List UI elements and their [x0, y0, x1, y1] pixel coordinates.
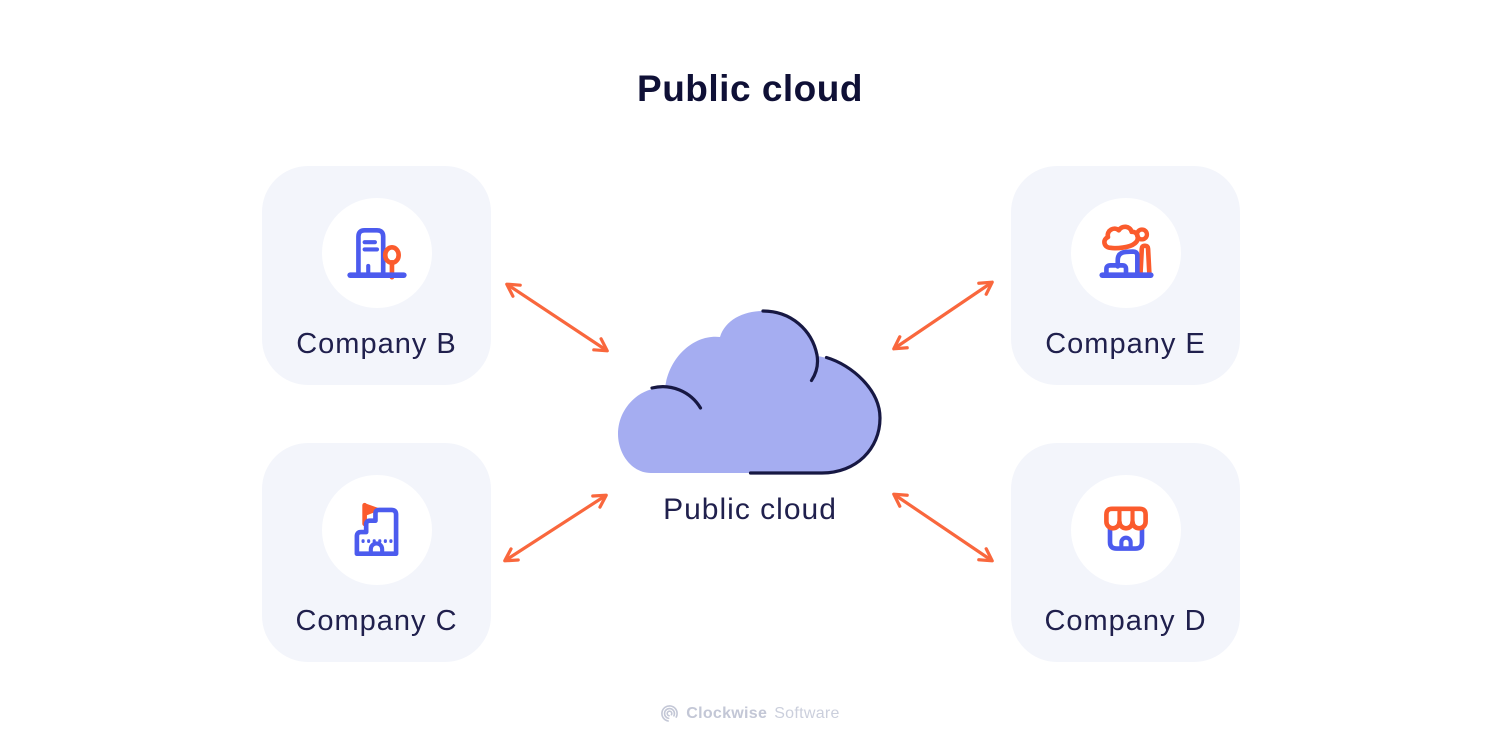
brand-name-light: Software: [774, 704, 840, 722]
company-b-label: Company B: [296, 328, 457, 360]
company-card-e: Company E: [1011, 166, 1240, 385]
company-card-c: Company C: [262, 443, 491, 662]
cloud-body: [618, 310, 880, 473]
company-card-b: Company B: [262, 166, 491, 385]
company-card-d: Company D: [1011, 443, 1240, 662]
cloud-outline-top: [761, 309, 820, 383]
arrow-cloud-company-d: [892, 492, 994, 563]
cloud-outline-left: [650, 385, 703, 410]
factory-icon: [1098, 224, 1154, 279]
cloud-label: Public cloud: [663, 493, 837, 526]
fortress-icon: [354, 502, 398, 557]
company-b-icon-circle: [321, 198, 432, 308]
company-d-label: Company D: [1044, 605, 1207, 637]
arrow-cloud-company-b: [505, 282, 609, 353]
page-title: Public cloud: [637, 68, 863, 109]
clockwise-logo-icon: [661, 705, 679, 722]
company-e-label: Company E: [1045, 328, 1206, 360]
brand-name-bold: Clockwise: [686, 704, 768, 722]
arrow-cloud-company-e: [892, 280, 994, 351]
office-building-icon: [346, 227, 407, 280]
company-d-icon-circle: [1070, 475, 1181, 585]
arrow-cloud-company-c: [503, 493, 608, 563]
cloud-outline-right: [748, 355, 882, 475]
company-e-icon-circle: [1070, 198, 1181, 308]
public-cloud-shape: [618, 309, 882, 475]
company-c-icon-circle: [321, 475, 432, 585]
company-c-label: Company C: [295, 605, 458, 637]
store-icon: [1103, 506, 1148, 551]
footer-brand: Clockwise Software: [0, 704, 1500, 723]
